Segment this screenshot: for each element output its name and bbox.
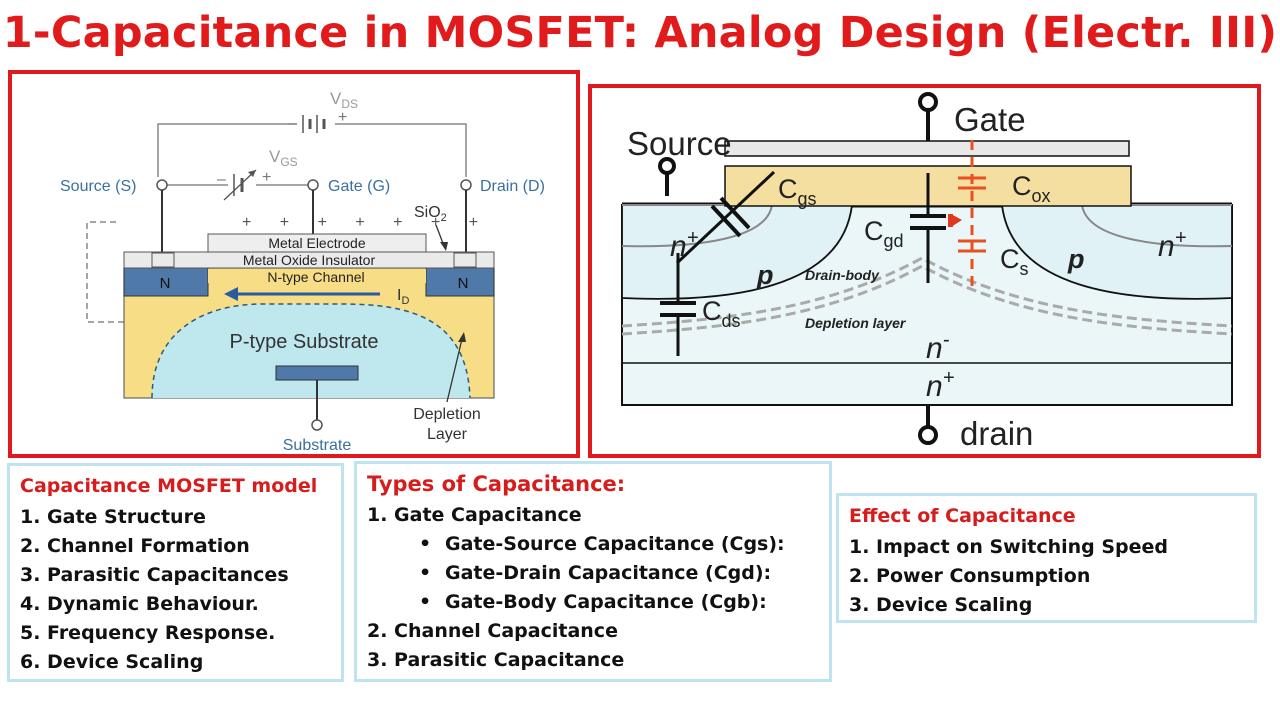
gate-terminal [307,179,319,191]
depletion-label-2: Layer [427,426,468,443]
cgd-label: Cgd [864,216,904,251]
sub-list-item: •Gate-Drain Capacitance (Cgd): [367,559,819,588]
list-item: 4. Dynamic Behaviour. [20,593,259,615]
model-box-heading: Capacitance MOSFET model [20,475,318,497]
cs-label: Cs [1000,244,1029,279]
vgs-minus: – [217,171,226,188]
depletion-region [152,304,470,398]
oxide-label: Metal Oxide Insulator [243,252,376,268]
drain-terminal [460,179,472,191]
sub-list-item: •Gate-Source Capacitance (Cgs): [367,530,819,559]
types-of-capacitance-box: Types of Capacitance: 1. Gate Capacitanc… [354,461,832,682]
types-box-heading: Types of Capacitance: [367,472,626,496]
effect-box-heading: Effect of Capacitance [849,505,1076,527]
bullet: • [419,562,432,584]
cox-capacitor-symbol [958,176,986,190]
vds-battery-symbol [297,112,335,136]
source-label: Source (S) [60,178,136,195]
cds-label: Cds [702,296,741,331]
list-item: 3. Parasitic Capacitances [20,564,289,586]
drain-label: Drain (D) [480,178,545,195]
vds-plus: + [338,109,347,126]
p-type-substrate-label: P-type Substrate [230,331,379,353]
cgs-capacitor-symbol [675,170,776,265]
substrate-terminal [311,419,323,431]
n-minus-label: n- [926,329,950,365]
metal-electrode [207,233,427,253]
list-item: 2. Power Consumption [849,565,1091,587]
list-item: 3. Parasitic Capacitance [367,649,625,671]
metal-electrode-label: Metal Electrode [268,235,365,251]
cgs-label: Cgs [778,174,817,209]
capacitance-cross-section-diagram: Gate Source drain Cgs Cgd [621,92,1233,452]
capacitance-model-box: Capacitance MOSFET model 1. Gate Structu… [7,463,344,682]
vds-label: VDS [330,89,358,111]
source-terminal [156,179,168,191]
p-left-label: p [756,260,774,290]
cds-capacitor-symbol [660,253,696,356]
capacitance-model-panel: Gate Source drain Cgs Cgd [588,84,1261,458]
list-item: 5. Frequency Response. [20,622,276,644]
vgs-plus: + [262,169,271,186]
list-item: 3. Device Scaling [849,594,1033,616]
n-left-label: N [160,275,171,292]
n-plus-right-label: n+ [1158,227,1186,263]
list-item: 2. Channel Capacitance [367,620,618,642]
drain-label-right: drain [960,415,1033,452]
list-item: 1. Gate Capacitance [367,504,582,526]
cox-label: Cox [1012,171,1051,206]
depletion-boundary-1 [621,256,1233,328]
n-channel-label: N-type Channel [267,269,364,285]
n-right-label: N [458,275,469,292]
sio2-label: SiO2 [414,204,447,224]
n-plus-drain-region [1000,204,1233,300]
depletion-layer-label: Depletion layer [805,315,907,331]
list-item: 6. Device Scaling [20,651,204,673]
list-item: 2. Channel Formation [20,535,250,557]
effect-of-capacitance-box: Effect of Capacitance 1. Impact on Switc… [836,493,1257,623]
p-right-label: p [1067,244,1085,274]
cgd-capacitor-symbol [910,173,946,283]
depletion-boundary-2 [621,264,1233,336]
vgs-battery-symbol [223,169,257,201]
gate-charge-signs: + + + + + + + [242,214,490,231]
drain-terminal-right [918,425,938,445]
page-title: 1-Capacitance in MOSFET: Analog Design (… [2,8,1278,58]
n-plus-left-label: n+ [670,227,698,263]
cs-capacitor-symbol [958,239,986,253]
list-item: 1. Impact on Switching Speed [849,536,1169,558]
id-label: ID [397,287,409,307]
mosfet-structure-panel: – + VDS – + VGS Source (S) Gate (G) Drai… [8,70,580,458]
mosfet-structure-diagram: – + VDS – + VGS Source (S) Gate (G) Drai… [60,89,545,454]
gate-label: Gate (G) [328,178,390,195]
gate-terminal-right [918,92,938,112]
n-plus-bottom-label: n+ [926,367,954,403]
bullet: • [419,591,432,613]
bullet: • [419,533,432,555]
gate-electrode [724,140,1130,157]
depletion-label: Depletion [413,406,481,423]
drain-body-label: Drain-body [805,267,880,283]
list-item: 1. Gate Structure [20,506,206,528]
n-drain-region [425,267,495,297]
vgs-label: VGS [269,147,298,169]
gate-label-right: Gate [954,101,1026,138]
vds-minus: – [288,115,297,132]
substrate-label: Substrate [283,437,352,454]
substrate-contact [275,365,359,381]
sub-list-item: •Gate-Body Capacitance (Cgb): [367,588,819,617]
source-label-right: Source [627,125,732,162]
